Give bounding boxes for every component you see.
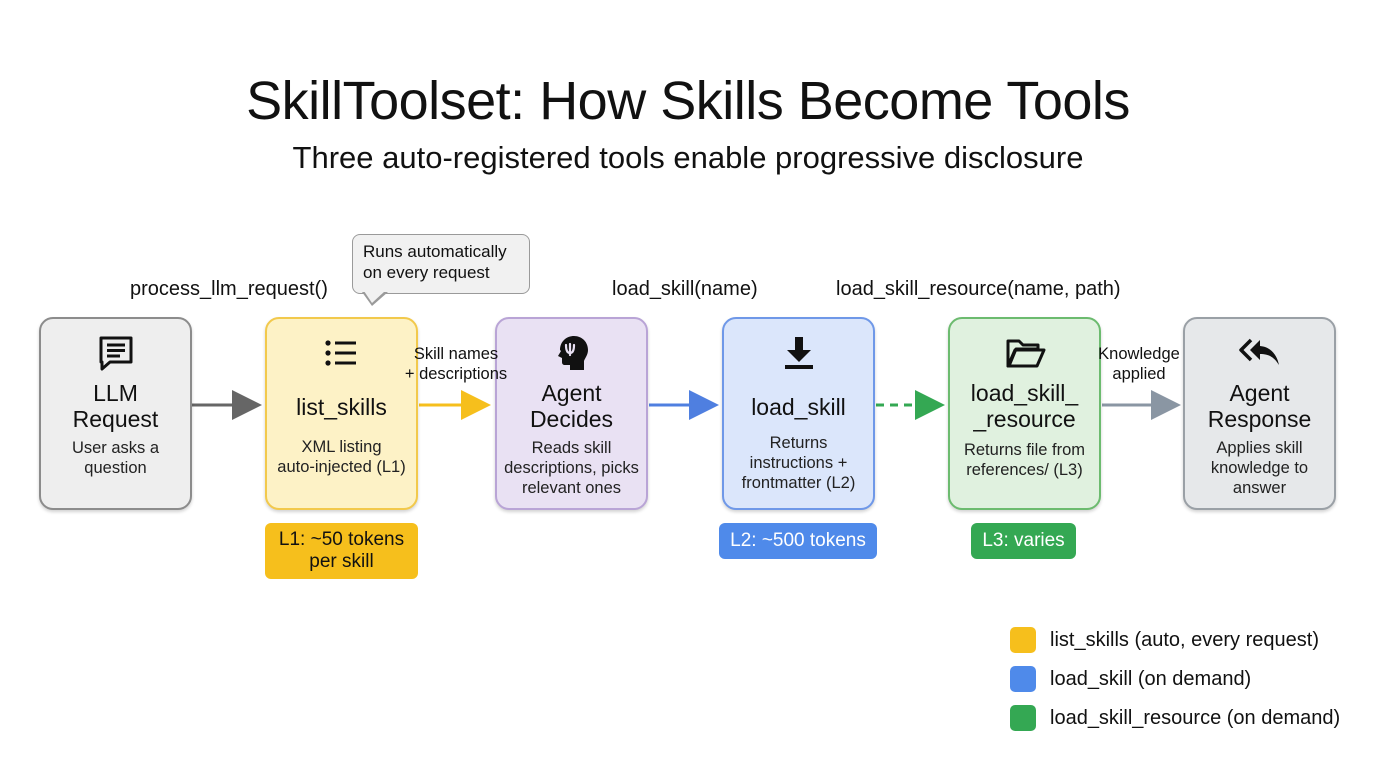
page-subtitle: Three auto-registered tools enable progr… <box>292 140 1084 175</box>
node-name: load_skill__resource <box>970 380 1079 432</box>
legend-label: load_skill_resource (on demand) <box>1050 706 1341 729</box>
download-icon <box>724 333 873 373</box>
legend-item-load-skill: load_skill (on demand) <box>1010 665 1251 693</box>
load-skill-resource-function-label: load_skill_resource(name, path) <box>836 278 1121 300</box>
legend-label: list_skills (auto, every request) <box>1050 628 1319 651</box>
load-skill-function-label: load_skill(name) <box>612 278 758 300</box>
page-title: SkillToolset: How Skills Become Tools <box>246 71 1130 131</box>
legend-label: load_skill (on demand) <box>1050 667 1252 690</box>
list-icon <box>267 333 416 373</box>
legend-item-load-skill-resource: load_skill_resource (on demand) <box>1010 704 1340 732</box>
node-name: list_skills <box>296 394 387 420</box>
reply-all-icon <box>1185 333 1334 373</box>
skill-names-edge-label: Skill names+ descriptions <box>404 345 508 383</box>
l3-token-badge: L3: varies <box>971 523 1076 559</box>
legend-swatch <box>1010 627 1036 653</box>
process-llm-request-label: process_llm_request() <box>130 278 328 300</box>
chat-message-icon <box>41 333 190 373</box>
folder-open-icon <box>950 333 1099 373</box>
legend-item-list-skills: list_skills (auto, every request) <box>1010 626 1319 654</box>
legend-swatch <box>1010 666 1036 692</box>
brain-head-icon <box>497 333 646 373</box>
legend-swatch <box>1010 705 1036 731</box>
l2-token-badge: L2: ~500 tokens <box>719 523 877 559</box>
node-name: load_skill <box>751 394 846 420</box>
auto-run-callout: Runs automatically on every request <box>352 234 530 294</box>
